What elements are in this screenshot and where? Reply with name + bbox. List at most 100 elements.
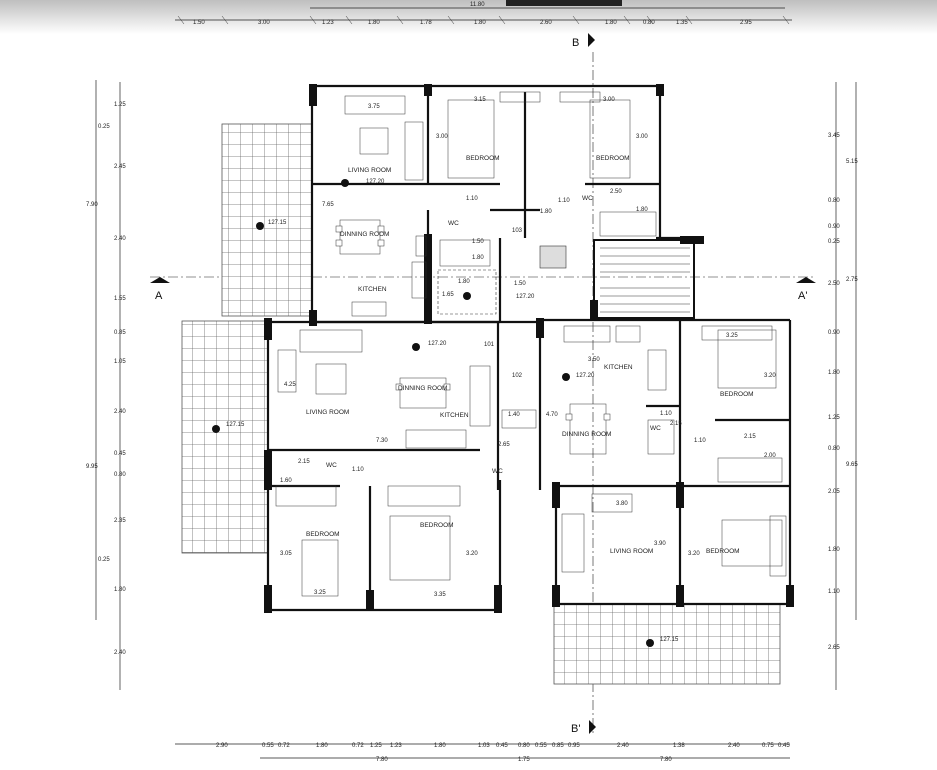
inner-right-wc2: 2.15 — [670, 421, 682, 427]
bottom-total-3: 7.80 — [660, 757, 672, 763]
level-markers — [212, 179, 654, 647]
inner-top-wc3: 1.80 — [636, 207, 648, 213]
inner-top-bed2-h: 3.00 — [636, 134, 648, 140]
left-dim-11: 2.35 — [114, 518, 126, 524]
top-dim-10: 1.35 — [676, 20, 688, 26]
bottom-dim-16: 1.38 — [673, 743, 685, 749]
level-4: 127.20 — [516, 294, 535, 300]
inner-top-stair2: 1.65 — [442, 292, 454, 298]
top-dim-9: 0.80 — [643, 20, 655, 26]
left-dim-9: 0.45 — [114, 451, 126, 457]
room-bedroom-right-1: BEDROOM — [720, 391, 754, 398]
top-dim-4: 1.80 — [368, 20, 380, 26]
inner-top-wc1: 1.50 — [472, 239, 484, 245]
inner-right-living-w: 3.80 — [616, 501, 628, 507]
inner-top-corr3: 1.80 — [540, 209, 552, 215]
top-dim-3: 1.23 — [322, 20, 334, 26]
inner-left-bed2-h: 3.20 — [466, 551, 478, 557]
structural-columns — [264, 84, 794, 613]
stair-treads — [600, 247, 690, 313]
inner-left-wc3: 1.60 — [280, 478, 292, 484]
bottom-dim-18: 0.75 — [762, 743, 774, 749]
level-6: 127.15 — [226, 422, 245, 428]
section-label-a-right: A' — [798, 290, 807, 302]
right-outer-dim-1: 5.15 — [846, 159, 858, 165]
inner-right-bed2-h: 3.20 — [688, 551, 700, 557]
left-dim-12: 0.25 — [98, 557, 110, 563]
right-dim-6: 0.90 — [828, 330, 840, 336]
inner-dim-labels: 3.75 3.15 3.00 3.00 3.00 7.65 1.10 1.10 … — [280, 97, 776, 598]
right-dim-5: 2.50 — [828, 281, 840, 287]
inner-top-bed1: 3.15 — [474, 97, 486, 103]
section-label-b-bottom: B' — [571, 723, 580, 735]
right-dim-7: 1.80 — [828, 370, 840, 376]
inner-right-wc4: 2.15 — [744, 434, 756, 440]
right-dim-2: 0.80 — [828, 198, 840, 204]
inner-right-bed1-h: 3.20 — [764, 373, 776, 379]
bottom-total-1: 7.80 — [376, 757, 388, 763]
inner-left-living-l: 7.30 — [376, 438, 388, 444]
inner-top-living-h: 7.65 — [322, 202, 334, 208]
bottom-dimension-lines — [175, 743, 790, 759]
top-overall-dim: 11.80 — [470, 2, 485, 8]
room-kitchen-top: KITCHEN — [358, 286, 387, 293]
top-dim-8: 1.80 — [605, 20, 617, 26]
room-kitchen-left: KITCHEN — [440, 412, 469, 419]
inner-left-bed2-w: 3.35 — [434, 592, 446, 598]
right-outer-dim-3: 9.65 — [846, 462, 858, 468]
balcony-bottom-right — [553, 603, 781, 685]
left-dim-13: 1.80 — [114, 587, 126, 593]
right-dim-12: 1.10 — [828, 589, 840, 595]
right-dim-13: 2.65 — [828, 645, 840, 651]
bottom-dim-6: 1.25 — [370, 743, 382, 749]
inner-right-wc1: 1.10 — [660, 411, 672, 417]
section-label-a-left: A — [155, 290, 163, 302]
bottom-dim-17: 2.40 — [728, 743, 740, 749]
top-dim-2: 3.00 — [258, 20, 270, 26]
level-1: 127.20 — [366, 179, 385, 185]
room-dining-left: DINNING ROOM — [398, 385, 447, 392]
dining-chairs — [335, 225, 611, 421]
room-wc-right: WC — [650, 425, 661, 432]
room-wc-left-2: WC — [492, 468, 503, 475]
right-dim-8: 1.25 — [828, 415, 840, 421]
top-dim-1: 1.50 — [193, 20, 205, 26]
left-dim-4: 2.40 — [114, 236, 126, 242]
right-dimension-lines — [835, 82, 857, 690]
left-outer-dim-2: 9.95 — [86, 464, 98, 470]
right-dim-9: 0.80 — [828, 446, 840, 452]
section-line-b — [588, 33, 596, 735]
bottom-dim-19: 0.45 — [778, 743, 790, 749]
room-bedroom-left-2: BEDROOM — [420, 522, 454, 529]
left-dim-5: 1.55 — [114, 296, 126, 302]
room-wc-top-1: WC — [448, 220, 459, 227]
left-dim-labels: 7.90 9.95 1.25 0.25 2.45 2.40 1.55 0.85 … — [86, 102, 126, 656]
right-dim-4: 0.25 — [828, 239, 840, 245]
room-number-101: 101 — [484, 342, 495, 348]
balcony-top-left — [221, 123, 313, 317]
room-kitchen-right: KITCHEN — [604, 364, 633, 371]
room-bedroom-top-1: BEDROOM — [466, 155, 500, 162]
bottom-dim-1: 2.90 — [216, 743, 228, 749]
room-number-102: 102 — [512, 373, 523, 379]
inner-right-wc3: 1.10 — [694, 438, 706, 444]
room-bedroom-top-2: BEDROOM — [596, 155, 630, 162]
inner-right-living-h: 3.90 — [654, 541, 666, 547]
room-wc-top-2: WC — [582, 195, 593, 202]
top-dim-5: 1.78 — [420, 20, 432, 26]
inner-top-sofa: 3.75 — [368, 104, 380, 110]
bottom-dim-11: 0.80 — [518, 743, 530, 749]
bottom-dim-5: 0.72 — [352, 743, 364, 749]
level-5: 127.15 — [268, 220, 287, 226]
level-3: 127.20 — [576, 373, 595, 379]
top-dim-labels: 1.50 3.00 1.23 1.80 1.78 1.80 2.60 1.80 … — [193, 20, 752, 26]
lift-box — [539, 245, 567, 269]
bottom-dim-12: 0.55 — [535, 743, 547, 749]
inner-top-bed1-h: 3.00 — [436, 134, 448, 140]
top-dim-7: 2.60 — [540, 20, 552, 26]
bottom-total-2: 1.75 — [518, 757, 530, 763]
room-living-left: LIVING ROOM — [306, 409, 349, 416]
room-number-103: 103 — [512, 228, 523, 234]
inner-left-bed1-w: 3.25 — [314, 590, 326, 596]
